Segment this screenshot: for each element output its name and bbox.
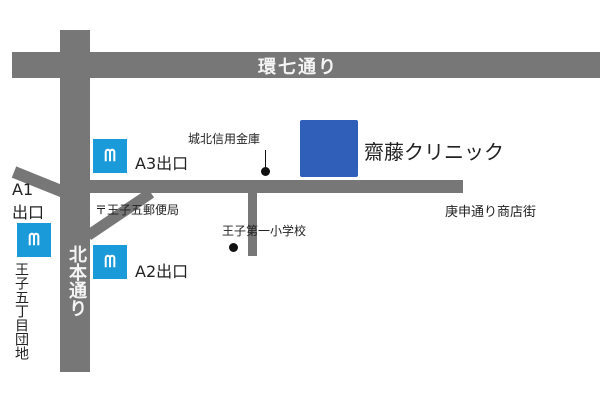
bank-dot	[261, 167, 270, 176]
danchi-label: 王子五丁目団地	[13, 262, 29, 360]
school-label: 王子第一小学校	[222, 224, 307, 238]
metro-icon-a1: ᗰ	[17, 223, 51, 257]
metro-icon-a2: ᗰ	[93, 245, 127, 279]
metro-icon-a3: ᗰ	[93, 139, 127, 173]
clinic-marker[interactable]	[300, 120, 358, 177]
post-office-label: 〒王子五郵便局	[95, 203, 180, 217]
road-kannana	[12, 52, 600, 78]
school-dot	[229, 243, 238, 252]
road-koshin	[88, 180, 463, 193]
koshin-label: 庚申通り商店街	[445, 205, 537, 220]
exit-a1-label-2: 出口	[12, 203, 45, 222]
clinic-label: 齋藤クリニック	[364, 140, 504, 164]
bank-pointer	[265, 150, 266, 170]
bank-label: 城北信用金庫	[188, 132, 261, 146]
exit-a3-label: A3出口	[135, 154, 189, 173]
road-hokuhon	[60, 30, 90, 372]
exit-a1-label-1: A1	[12, 180, 34, 199]
exit-a2-label: A2出口	[135, 262, 189, 281]
road-label-kannana: 環七通り	[258, 57, 338, 78]
road-label-hokuhon: 北本通り	[66, 245, 87, 317]
road-side-street	[248, 190, 257, 256]
